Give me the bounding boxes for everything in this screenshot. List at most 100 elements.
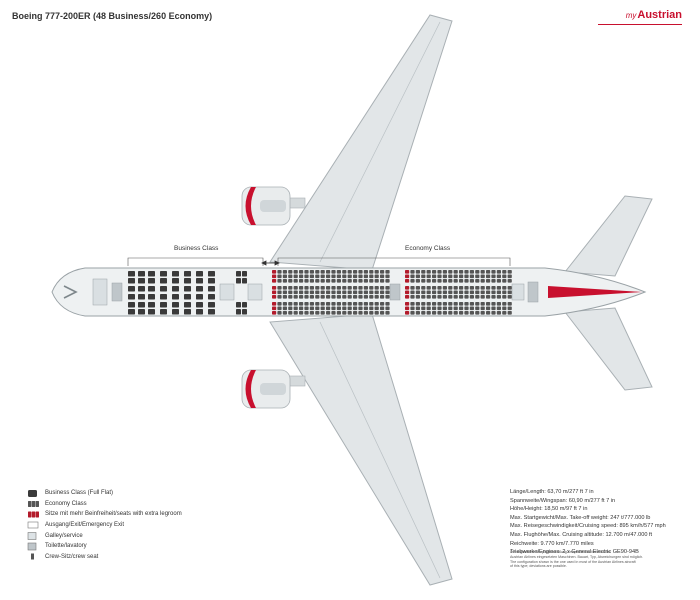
economy-seat: [272, 306, 277, 311]
spec-wingspan: Spannweite/Wingspan: 60,90 m/277 ft 7 in: [510, 497, 616, 504]
economy-seat: [347, 295, 352, 299]
business-seat: [138, 271, 145, 277]
economy-seat: [374, 306, 379, 311]
economy-seat: [315, 306, 320, 311]
economy-seat: [293, 302, 298, 306]
economy-seat: [448, 286, 453, 290]
business-seat: [138, 286, 145, 292]
economy-seat: [309, 274, 314, 279]
business-seat: [172, 309, 179, 315]
rear-lavatory: [527, 281, 539, 303]
economy-seat: [299, 311, 304, 315]
economy-seat: [282, 306, 287, 311]
business-seat: [138, 302, 145, 308]
economy-seat: [331, 295, 336, 299]
economy-seat: [475, 295, 480, 299]
economy-seat: [442, 274, 447, 279]
economy-seat: [410, 290, 415, 295]
economy-seat: [464, 302, 469, 306]
economy-seat: [320, 302, 325, 306]
economy-seat: [448, 270, 453, 274]
economy-seat: [282, 270, 287, 274]
economy-seat: [448, 306, 453, 311]
economy-seat: [453, 270, 458, 274]
economy-seat: [380, 279, 385, 283]
economy-seat: [315, 302, 320, 306]
business-seat: [208, 271, 215, 277]
economy-seat: [469, 302, 474, 306]
economy-seat: [288, 274, 293, 279]
economy-seat: [459, 270, 464, 274]
economy-seat: [502, 306, 507, 311]
lower-wing-flap-line: [319, 321, 441, 579]
business-class-label: Business Class: [174, 245, 219, 252]
economy-seat: [272, 270, 277, 274]
economy-seat: [426, 290, 431, 295]
business-seat: [184, 294, 191, 300]
business-seat: [128, 309, 135, 315]
economy-seat: [304, 286, 309, 290]
economy-seat: [309, 290, 314, 295]
business-seat: [172, 286, 179, 292]
economy-seat: [437, 290, 442, 295]
spec-engines: Triebwerke/Engines: 2 x General Electric…: [510, 549, 639, 556]
economy-seat: [304, 274, 309, 279]
economy-seat: [347, 279, 352, 283]
economy-seat: [363, 302, 368, 306]
tail-red-stripe: [548, 286, 642, 298]
economy-seat: [363, 270, 368, 274]
economy-seat: [293, 290, 298, 295]
economy-seat: [380, 274, 385, 279]
front-lavatory: [111, 282, 123, 302]
economy-seat: [486, 279, 491, 283]
economy-seat: [288, 286, 293, 290]
economy-seat: [336, 279, 341, 283]
economy-seat: [437, 270, 442, 274]
economy-seat: [507, 302, 512, 306]
economy-seat: [288, 290, 293, 295]
economy-seat: [299, 302, 304, 306]
economy-seat: [326, 290, 331, 295]
economy-seat: [336, 290, 341, 295]
economy-seat: [309, 306, 314, 311]
economy-seat: [331, 286, 336, 290]
legend-item-extra-legroom: Sitze mit mehr Beinfreiheit/seats with e…: [28, 509, 182, 520]
economy-seat: [277, 295, 282, 299]
economy-seat: [363, 290, 368, 295]
economy-seat: [469, 295, 474, 299]
economy-seat: [437, 295, 442, 299]
note-line: The configuration shown is the one used …: [510, 559, 636, 564]
business-seat: [138, 294, 145, 300]
economy-seat: [320, 306, 325, 311]
economy-seat: [410, 274, 415, 279]
lower-engine-fan-stripe: [260, 383, 286, 395]
economy-seat: [464, 270, 469, 274]
economy-seat: [353, 274, 358, 279]
cockpit-windows: [63, 285, 78, 299]
economy-seat: [486, 295, 491, 299]
economy-seat: [475, 290, 480, 295]
upper-wing: [269, 14, 453, 271]
economy-seat: [502, 302, 507, 306]
spec-cruising-altitude: Max. Flughöhe/Max. Cruising altitude: 12…: [510, 531, 653, 538]
economy-seat: [415, 270, 420, 274]
economy-seat: [358, 295, 363, 299]
economy-seat: [326, 306, 331, 311]
economy-seat: [480, 270, 485, 274]
legend-item-galley: Galley/service: [28, 530, 182, 541]
mid-galley-1: [219, 283, 235, 301]
economy-seat: [369, 302, 374, 306]
economy-seat: [369, 306, 374, 311]
economy-seat: [405, 306, 410, 311]
business-seat: [242, 278, 247, 284]
economy-seat: [415, 279, 420, 283]
economy-seat: [453, 274, 458, 279]
economy-seat: [385, 295, 390, 299]
business-seat: [184, 302, 191, 308]
economy-seat: [405, 302, 410, 306]
economy-seat: [432, 270, 437, 274]
economy-seat: [374, 302, 379, 306]
business-seat: [184, 286, 191, 292]
economy-seat: [507, 286, 512, 290]
